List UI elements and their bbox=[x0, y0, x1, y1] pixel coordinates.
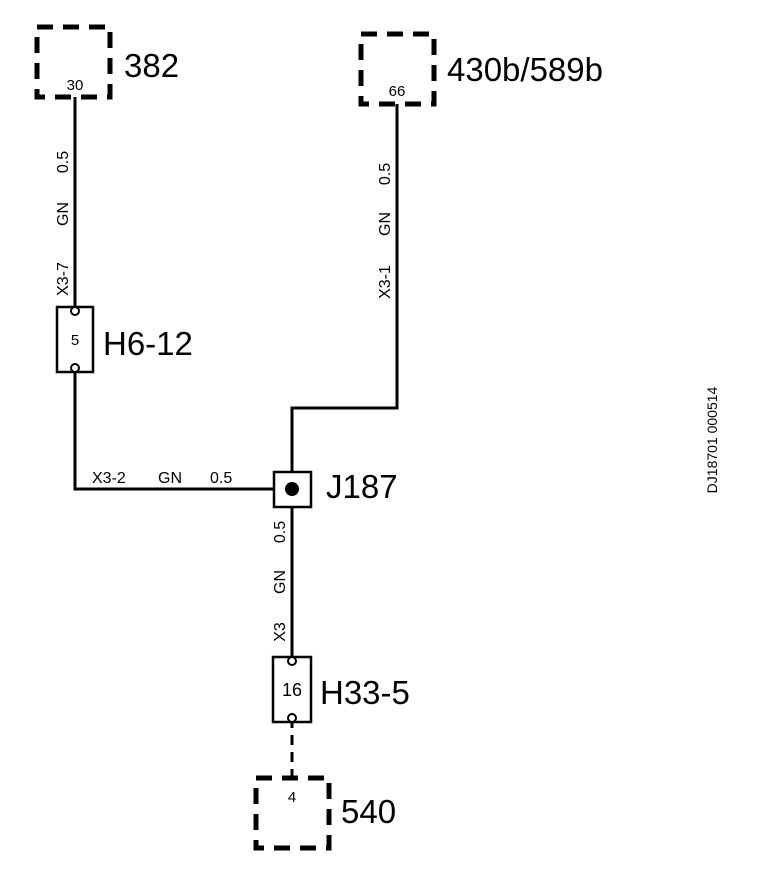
connector-h6-12-body bbox=[55, 305, 95, 374]
diagram-reference-code: DJ18701 000514 bbox=[704, 386, 720, 493]
wire-430b-terminal: X3-1 bbox=[377, 265, 394, 299]
wire-h6-12-color: GN bbox=[158, 470, 182, 487]
component-430b-pin: 66 bbox=[389, 83, 406, 100]
wire-430b-color: GN bbox=[377, 212, 394, 236]
component-430b-589b: 66 430b/589b bbox=[358, 31, 603, 107]
connector-h33-5-bottom-pin bbox=[287, 713, 297, 723]
component-540-pin: 4 bbox=[288, 789, 296, 806]
wire-h33-5-labels: 0.5 GN X3 bbox=[272, 521, 289, 642]
wire-h6-12-labels: X3-2 GN 0.5 bbox=[92, 470, 232, 487]
connector-h33-5-top-pin bbox=[287, 656, 297, 666]
wire-h6-12-gauge: 0.5 bbox=[210, 470, 232, 487]
component-540: 4 540 bbox=[253, 775, 396, 851]
wire-382-color: GN bbox=[55, 202, 72, 226]
component-430b-box bbox=[358, 31, 437, 107]
wire-h33-5-gauge: 0.5 bbox=[272, 521, 289, 543]
junction-j187-label: J187 bbox=[326, 468, 398, 505]
wire-430b-labels: 0.5 GN X3-1 bbox=[377, 163, 394, 299]
connector-h33-5-label: H33-5 bbox=[320, 674, 410, 711]
component-382: 30 382 bbox=[34, 24, 179, 100]
wire-h6-12-terminal: X3-2 bbox=[92, 470, 126, 487]
connector-h33-5-body bbox=[271, 655, 313, 724]
component-382-label: 382 bbox=[124, 47, 179, 84]
wire-430b-gauge: 0.5 bbox=[377, 163, 394, 185]
connector-h6-12-label: H6-12 bbox=[103, 325, 193, 362]
component-382-box bbox=[34, 24, 113, 100]
connector-h33-5: 16 H33-5 bbox=[271, 655, 410, 724]
component-540-label: 540 bbox=[341, 793, 396, 830]
wire-h6-12-to-j187 bbox=[73, 368, 278, 491]
connector-h6-12-bottom-pin bbox=[70, 363, 80, 373]
connector-h33-5-pin: 16 bbox=[282, 680, 302, 700]
component-540-box bbox=[253, 775, 332, 851]
wire-h33-5-terminal: X3 bbox=[272, 622, 289, 642]
wire-h33-5-color: GN bbox=[272, 570, 289, 594]
wire-382-gauge: 0.5 bbox=[55, 151, 72, 173]
component-430b-label: 430b/589b bbox=[447, 51, 603, 88]
wire-382-labels: 0.5 GN X3-7 bbox=[55, 151, 72, 296]
wire-382-terminal: X3-7 bbox=[55, 262, 72, 296]
connector-h6-12-pin: 5 bbox=[71, 332, 79, 349]
junction-j187: J187 bbox=[272, 468, 398, 509]
wire-430b-to-j187 bbox=[290, 104, 399, 474]
junction-j187-dot bbox=[285, 482, 299, 496]
connector-h6-12-top-pin bbox=[70, 306, 80, 316]
connector-h6-12: 5 H6-12 bbox=[55, 305, 193, 374]
component-382-pin: 30 bbox=[67, 77, 84, 94]
